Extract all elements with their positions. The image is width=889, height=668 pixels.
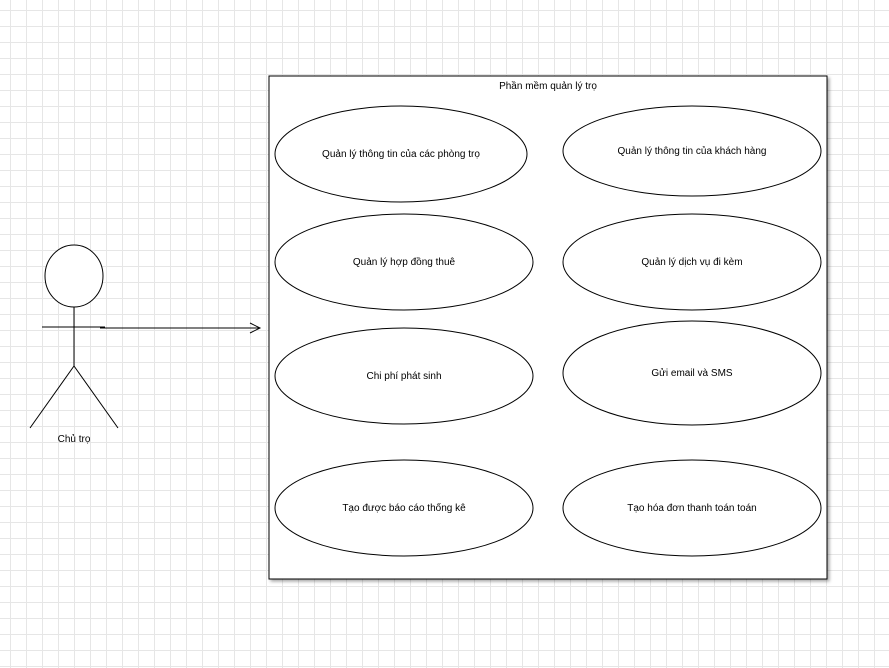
actor-left-leg	[29, 365, 75, 429]
actor-right-leg	[73, 365, 119, 429]
use-case-customer-info[interactable]: Quản lý thông tin của khách hàng	[562, 105, 822, 197]
use-case-label: Quản lý hợp đồng thuê	[353, 256, 456, 268]
use-case-label: Tạo được báo cáo thống kê	[342, 502, 466, 514]
use-case-services[interactable]: Quản lý dịch vụ đi kèm	[562, 213, 822, 311]
actor-head	[44, 244, 104, 308]
actor-label: Chủ trọ	[58, 433, 91, 445]
use-case-email-sms[interactable]: Gửi email và SMS	[562, 320, 822, 426]
actor-landlord[interactable]	[29, 244, 119, 429]
use-case-room-info[interactable]: Quản lý thông tin của các phòng trọ	[274, 105, 528, 203]
use-case-label: Quản lý thông tin của khách hàng	[618, 145, 767, 157]
system-title: Phần mềm quản lý trọ	[499, 80, 597, 92]
use-case-extra-costs[interactable]: Chi phí phát sinh	[274, 327, 534, 425]
use-case-label: Gửi email và SMS	[651, 367, 732, 379]
use-case-rental-contract[interactable]: Quản lý hợp đồng thuê	[274, 213, 534, 311]
use-case-label: Quản lý thông tin của các phòng trọ	[322, 148, 480, 160]
use-case-label: Chi phí phát sinh	[366, 371, 441, 382]
use-case-label: Tạo hóa đơn thanh toán toán	[627, 503, 756, 514]
use-case-label: Quản lý dịch vụ đi kèm	[641, 257, 742, 268]
use-case-invoice[interactable]: Tạo hóa đơn thanh toán toán	[562, 459, 822, 557]
use-case-statistics-report[interactable]: Tạo được báo cáo thống kê	[274, 459, 534, 557]
association-arrow[interactable]	[100, 322, 262, 334]
